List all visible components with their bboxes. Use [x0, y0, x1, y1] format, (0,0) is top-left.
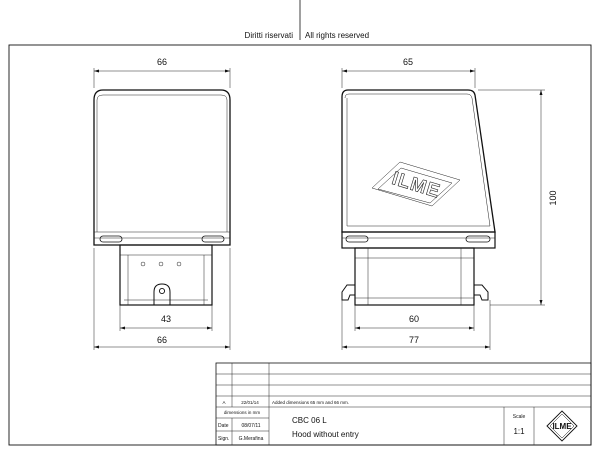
svg-text:ILME: ILME	[389, 168, 442, 203]
dimension-side-height: 100	[548, 190, 558, 205]
svg-text:ILME: ILME	[552, 422, 572, 431]
front-view	[93, 89, 231, 306]
side-dimension-lines	[341, 68, 545, 350]
revision-note: Added dimensions 65 mm and 66 mm.	[272, 400, 349, 405]
units-note: dimensions in mm	[224, 410, 261, 415]
dimension-side-top: 65	[403, 57, 413, 67]
revision-table	[215, 362, 592, 446]
dimension-side-base-outer: 77	[409, 335, 419, 345]
revision-date: 22/01/14	[241, 400, 259, 405]
rights-reserved-english: All rights reserved	[305, 31, 369, 40]
scale-label: Scale	[513, 414, 526, 420]
side-view: ILME	[341, 89, 496, 306]
dimension-front-base-outer: 66	[157, 335, 167, 345]
date-value: 08/07/11	[241, 423, 260, 429]
dimension-front-base-inner: 43	[161, 314, 171, 324]
title-block	[216, 407, 535, 445]
rights-reserved-italian: Diritti riservati	[245, 31, 294, 40]
sign-value: G.Merafina	[239, 436, 264, 442]
sign-label: Sign.	[218, 436, 229, 442]
scale-value: 1:1	[513, 427, 525, 436]
dimension-side-base-inner: 60	[409, 314, 419, 324]
revision-letter: A	[222, 400, 225, 405]
part-code: CBC 06 L	[292, 416, 327, 425]
date-label: Date	[218, 423, 229, 429]
front-dimension-lines	[93, 68, 231, 350]
ilme-logo-engraving: ILME	[371, 161, 461, 207]
ilme-logo: ILME	[546, 410, 578, 442]
dimension-front-width: 66	[157, 57, 167, 67]
part-description: Hood without entry	[292, 430, 359, 439]
